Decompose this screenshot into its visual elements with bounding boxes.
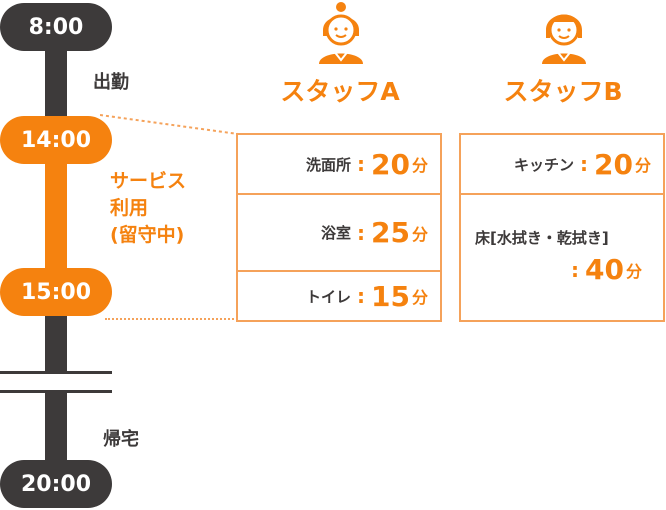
task-unit: 分 — [625, 261, 642, 281]
task-colon: : — [580, 152, 589, 176]
task-unit: 分 — [411, 224, 428, 244]
task-name: 床[水拭き・乾拭き] — [475, 229, 609, 247]
task-name: 洗面所 — [306, 155, 352, 174]
staff-b-title: スタッフB — [503, 77, 623, 106]
arrive-label: 出勤 — [93, 72, 129, 93]
row-divider — [238, 270, 440, 272]
task-colon: : — [357, 284, 366, 308]
task-minutes: 25 — [371, 216, 410, 249]
staff-a-title: スタッフA — [280, 77, 400, 106]
task-minutes: 15 — [371, 279, 410, 313]
task-name: トイレ — [306, 287, 352, 306]
task-name: キッチン — [514, 155, 575, 174]
task-colon: : — [357, 220, 366, 245]
task-row: トイレ : 15 分 — [238, 272, 440, 320]
time-1500: 15:00 — [0, 268, 112, 316]
task-unit: 分 — [411, 288, 428, 307]
time-800: 8:00 — [0, 3, 112, 51]
staff-b-avatar-icon — [542, 14, 586, 64]
service-label: サービス 利用 (留守中) — [110, 168, 186, 249]
dotted-connector-top — [100, 114, 239, 135]
time-2000: 20:00 — [0, 460, 112, 508]
time-1400: 14:00 — [0, 116, 112, 164]
task-minutes: 20 — [371, 147, 410, 181]
task-minutes: 20 — [594, 147, 633, 181]
task-unit: 分 — [634, 156, 651, 175]
task-row: 浴室 : 25 分 — [238, 195, 440, 270]
staff-a-avatar-icon — [319, 2, 363, 64]
task-row: 床[水拭き・乾拭き] : 40 分 — [461, 195, 663, 320]
staff-b-task-box: キッチン : 20 分 床[水拭き・乾拭き] : 40 分 — [459, 133, 665, 322]
dotted-connector-bottom — [105, 318, 238, 320]
task-row: 洗面所 : 20 分 — [238, 135, 440, 193]
task-unit: 分 — [411, 156, 428, 175]
task-colon: : — [357, 152, 366, 176]
service-label-line1: サービス — [110, 170, 187, 192]
row-divider — [461, 193, 663, 195]
task-name: 浴室 — [321, 224, 352, 242]
timeline-break — [0, 371, 112, 393]
task-minutes: 40 — [585, 253, 624, 286]
timeline-bar-service — [45, 140, 67, 292]
staff-a-task-box: 洗面所 : 20 分 浴室 : 25 分 トイレ : 15 分 — [236, 133, 442, 322]
timeline-bar-top — [45, 30, 67, 142]
return-label: 帰宅 — [103, 429, 139, 450]
service-label-line3: (留守中) — [110, 224, 185, 246]
service-label-line2: 利用 — [110, 197, 149, 219]
task-colon: : — [571, 257, 579, 282]
task-row: キッチン : 20 分 — [461, 135, 663, 193]
row-divider — [238, 193, 440, 195]
